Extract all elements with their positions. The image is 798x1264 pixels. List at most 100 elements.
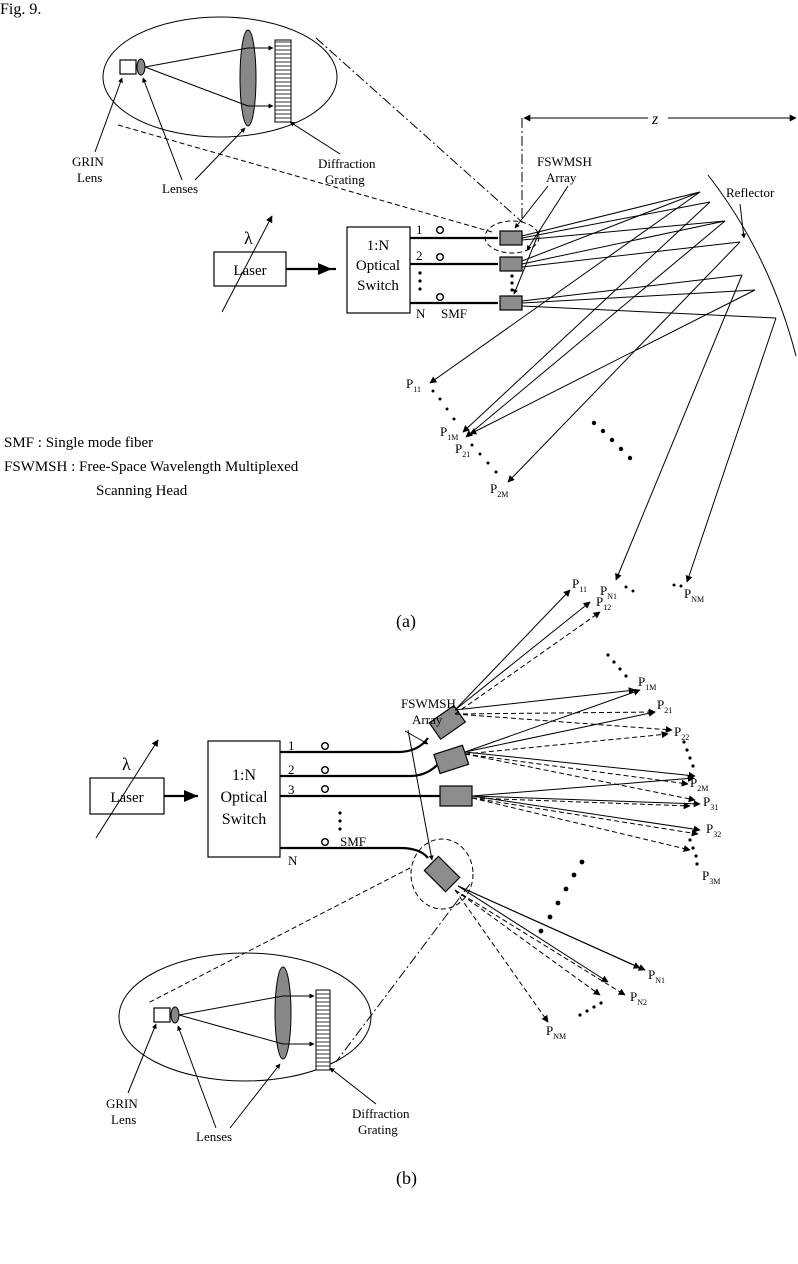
- wavelength-label-b: λ: [122, 754, 131, 774]
- array-pointer-b: [407, 729, 434, 861]
- wavelength-label-a: λ: [244, 228, 253, 248]
- point-label-b: P1M: [638, 674, 656, 692]
- figure-header: Fig. 9.: [0, 1, 41, 18]
- grin-lens-icon: [153, 1007, 171, 1023]
- smf-label-a: SMF: [441, 306, 467, 321]
- inset-link-line: [315, 37, 523, 223]
- laser-switch-arrowhead: [318, 263, 332, 275]
- diffraction-grating-icon: [274, 39, 292, 123]
- caption-b: (b): [396, 1168, 417, 1189]
- lenses-pointer-b: [229, 1063, 281, 1129]
- fiber-1-b: [280, 737, 429, 754]
- rays-head-1: [454, 589, 673, 734]
- array-label-b-2: Array: [412, 712, 443, 727]
- lenses-pointer: [142, 77, 183, 181]
- point-label-a: PN1: [600, 583, 617, 601]
- point-label-a: P2M: [490, 481, 508, 499]
- fiber-number-3-b: 3: [288, 782, 295, 797]
- rays-head-2: [464, 688, 696, 803]
- point-label-b: P32: [706, 821, 721, 839]
- head-dot: [510, 274, 514, 278]
- scanning-head-3-b: [439, 785, 473, 807]
- fiber-loop-icon: [321, 838, 330, 847]
- switch-label-a-1: 1:N: [367, 238, 390, 254]
- switch-label-b-3: Switch: [222, 811, 266, 828]
- grin-label-line2: Lens: [77, 170, 102, 185]
- point-label-a: P21: [455, 441, 470, 459]
- array-pointer-a: [513, 229, 541, 295]
- point-label-b: P12: [596, 594, 611, 612]
- fiber-number-2-b: 2: [288, 762, 295, 777]
- point-label-a: PNM: [684, 586, 704, 604]
- rays-head-3: [471, 775, 701, 852]
- lens-large-icon: [274, 966, 292, 1060]
- fiber-dot: [338, 811, 342, 815]
- fiber-n-b: [280, 846, 429, 859]
- lenses-label-b: Lenses: [196, 1129, 232, 1144]
- array-label-b-1: FSWMSH: [401, 696, 456, 711]
- array-highlight-b: [410, 838, 474, 910]
- grin-pointer: [94, 77, 123, 153]
- caption-a: (a): [396, 611, 416, 632]
- array-highlight-a: [484, 220, 540, 254]
- point-label-b: P22: [674, 724, 689, 742]
- inset-link-line-b: [147, 867, 411, 1004]
- point-label-a: P11: [406, 376, 421, 394]
- switch-label-b-1: 1:N: [232, 767, 256, 784]
- array-pointer-a: [526, 185, 569, 251]
- grin-lens-icon: [119, 59, 137, 75]
- point-label-b: PNM: [546, 1023, 566, 1041]
- inset-ellipse-a: [102, 16, 338, 138]
- fiber-dot: [338, 819, 342, 823]
- point-label-b: P3M: [702, 868, 720, 886]
- array-label-a-1: FSWMSH: [537, 154, 592, 169]
- switch-label-a-2: Optical: [356, 258, 400, 274]
- legend-line-1: SMF : Single mode fiber: [4, 435, 153, 451]
- reflector-curve: [707, 174, 797, 357]
- grin-label-line1: GRIN: [72, 154, 104, 169]
- lens-large-icon: [239, 29, 257, 127]
- grin-label-b-1: GRIN: [106, 1096, 138, 1111]
- point-label-b: P11: [572, 576, 587, 594]
- switch-label-b-2: Optical: [220, 789, 268, 806]
- rays-to-points: [429, 191, 777, 583]
- wavelength-arrow-b: [95, 739, 159, 839]
- fiber-number-1-a: 1: [416, 222, 423, 237]
- inset-ellipse-b: [118, 952, 372, 1082]
- grin-label-b-2: Lens: [111, 1112, 136, 1127]
- fiber-dot: [418, 287, 422, 291]
- head-dot: [510, 281, 514, 285]
- inset-link-line-b: [335, 883, 471, 1063]
- fiber-loop-icon: [436, 252, 445, 261]
- scanning-head-1-a: [499, 230, 523, 246]
- grating-label-b-2: Grating: [358, 1122, 398, 1137]
- lenses-pointer-b: [177, 1025, 217, 1129]
- fiber-loop-icon: [321, 785, 330, 794]
- smf-label-b: SMF: [340, 834, 366, 849]
- array-pointer-a: [514, 185, 549, 229]
- scanning-head-n-a: [499, 295, 523, 311]
- z-label: z: [651, 111, 659, 128]
- grin-pointer-b: [127, 1023, 157, 1094]
- lenses-label: Lenses: [162, 181, 198, 196]
- fiber-number-2-a: 2: [416, 248, 423, 263]
- laser-label-a: Laser: [233, 263, 266, 279]
- dot-group: [431, 389, 683, 593]
- inset-link-line: [117, 124, 493, 233]
- fiber-loop-icon: [436, 225, 445, 234]
- point-label-b: P21: [657, 697, 672, 715]
- point-label-b: PN1: [648, 967, 665, 985]
- reflector-pointer: [739, 203, 746, 239]
- dot-group: [538, 653, 699, 1017]
- fiber-number-1-b: 1: [288, 738, 295, 753]
- point-label-b: PN2: [630, 989, 647, 1007]
- switch-box-b: [207, 740, 281, 858]
- diffraction-grating-icon: [315, 989, 331, 1071]
- lens-small-icon: [170, 1006, 180, 1024]
- laser-switch-arrowhead-b: [184, 790, 198, 802]
- inset-ray-b: [178, 995, 284, 1016]
- point-label-b: P31: [703, 794, 718, 812]
- rays-to-reflector: [521, 191, 777, 319]
- rays-head-n: [454, 885, 646, 1023]
- point-label-b: P2M: [690, 775, 708, 793]
